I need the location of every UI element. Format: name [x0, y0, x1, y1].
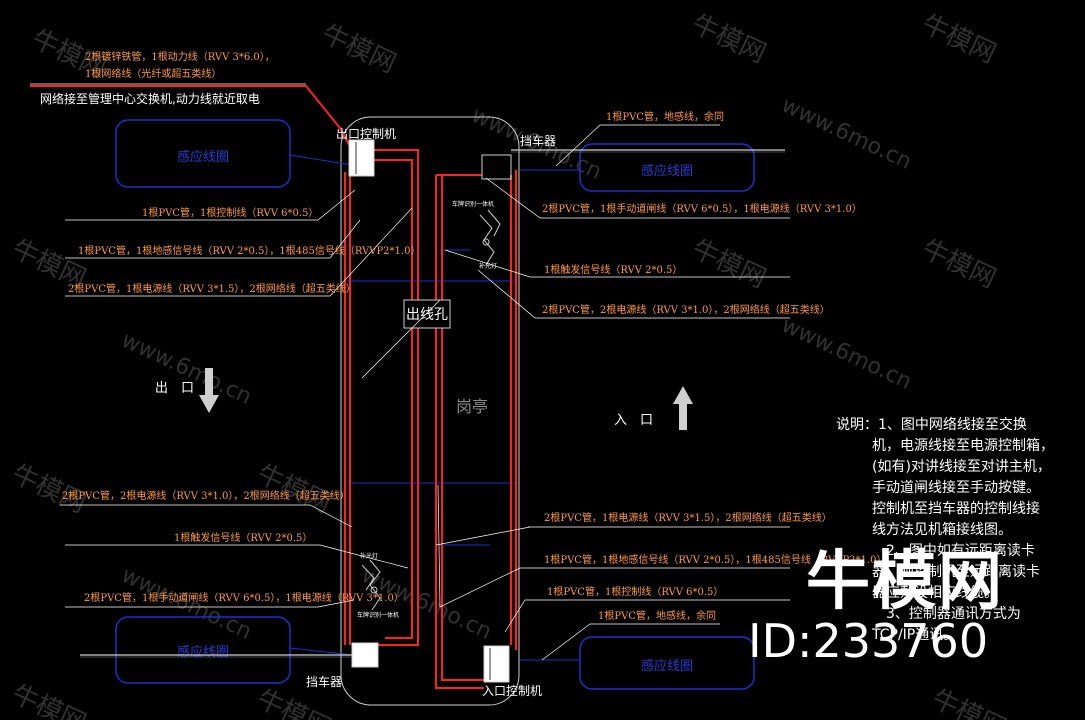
- entry-controller-box: [483, 645, 510, 683]
- camera-icon: [361, 559, 381, 611]
- annotation: 2根PVC管，1根电源线（RVV 3*1.5），2根网络线（超五类线）: [544, 511, 832, 524]
- induction-loop: [115, 119, 291, 188]
- note-line: 器，则控制机至远距离读卡: [872, 564, 1040, 580]
- annotation: 1根PVC管，1根地感信号线（RVV 2*0.5），1根485信号线（RVVP2…: [78, 244, 420, 257]
- watermark: 牛模网: [917, 9, 1000, 69]
- watermark: 牛模网: [7, 459, 90, 519]
- watermark: 牛模网: [252, 684, 335, 720]
- induction-loop: [115, 616, 291, 684]
- annotation: 1根PVC管，地感线，余同: [598, 609, 716, 622]
- fill-light-label: 补光灯: [479, 262, 497, 270]
- up-arrow-icon: [673, 386, 693, 430]
- induction-loop-label: 感应线圈: [641, 658, 693, 674]
- watermark: 牛模网: [252, 459, 335, 519]
- entry-controller-label: 入口控制机: [482, 684, 542, 698]
- network-note: 网络接至管理中心交换机,动力线就近取电: [40, 91, 260, 106]
- wire-runs: [30, 85, 517, 689]
- bottom-barrier-box: [351, 642, 379, 668]
- watermark: 牛模网: [317, 19, 400, 79]
- camera-label: 车牌识别一体机: [452, 200, 494, 208]
- traffic-island-outline: [340, 116, 520, 706]
- exit-controller-label: 出口控制机: [336, 127, 396, 141]
- note-line: 线方法见机箱接线图。: [872, 522, 1012, 538]
- annotation: 1根PVC管，1根控制线（RVV 6*0.5）: [142, 206, 318, 219]
- induction-loop-label: 感应线圈: [177, 149, 229, 165]
- annotation: 2根PVC管，1根电源线（RVV 3*1.5），2根网络线（超五类线）: [68, 282, 356, 295]
- top-barrier-box: [481, 154, 512, 180]
- note-line: 器应敷设相应线缆。: [872, 585, 998, 601]
- outlet-hole-label: 出线孔: [406, 307, 448, 323]
- watermark: 牛模网: [687, 234, 770, 294]
- top-note-line2: 1根网络线（光纤或超五类线）: [85, 67, 221, 80]
- annotation: 2根PVC管，1根手动道闸线（RVV 6*0.5），1根电源线（RVV 3*1.…: [84, 591, 404, 604]
- annotation: 2根PVC管，1根手动道闸线（RVV 6*0.5），1根电源线（RVV 3*1.…: [542, 202, 862, 215]
- annotation: 1根PVC管，1根地感信号线（RVV 2*0.5），1根485信号线（RVVP2…: [544, 553, 886, 566]
- watermark: 牛模网: [687, 9, 770, 69]
- note-line: (如有)对讲线接至对讲主机，: [872, 459, 1051, 475]
- note-line: TCP/IP通讯。: [872, 627, 958, 643]
- watermark: www.6mo.cn: [777, 313, 915, 395]
- watermark: www.6mo.cn: [117, 328, 255, 410]
- brand-logo: 牛模网: [806, 545, 1004, 619]
- exit-direction-label: 出 口: [155, 381, 194, 396]
- note-line: 控制机至挡车器的控制线接: [872, 501, 1040, 517]
- fill-light-label: 补光灯: [360, 552, 378, 560]
- induction-loop: [579, 636, 755, 690]
- annotation: 1根PVC管，地感线，余同: [606, 110, 724, 123]
- note-line: 2、图中如有远距离读卡: [886, 543, 1035, 559]
- annotation: 1根触发信号线（RVV 2*0.5）: [174, 531, 312, 544]
- induction-loop: [579, 143, 755, 192]
- note-line: 3、控制器通讯方式为: [886, 606, 1021, 622]
- annotation: 1根PVC管，1根控制线（RVV 6*0.5）: [547, 585, 723, 598]
- booth-label: 岗亭: [456, 397, 488, 416]
- watermark: 牛模网: [927, 684, 1010, 720]
- brand-id: ID:233760: [748, 614, 989, 668]
- note-line: 说明：1、图中网络线接至交换: [836, 417, 1027, 433]
- camera-label: 车牌识别一体机: [357, 611, 399, 619]
- outlet-hole-box: [403, 299, 451, 329]
- induction-loop-label: 感应线圈: [177, 644, 229, 660]
- induction-loop-label: 感应线圈: [641, 163, 693, 179]
- watermark: 牛模网: [7, 679, 90, 720]
- annotation: 1根触发信号线（RVV 2*0.5）: [544, 263, 682, 276]
- note-line: 机，电源线接至电源控制箱，: [872, 438, 1054, 454]
- bottom-barrier-label: 挡车器: [306, 674, 342, 689]
- entry-direction-label: 入 口: [614, 413, 653, 428]
- lane-line: [289, 154, 353, 166]
- exit-controller-box: [348, 139, 375, 177]
- watermark: 牛模网: [917, 234, 1000, 294]
- camera-icon: [479, 209, 501, 266]
- explanation-notes: 说明：1、图中网络线接至交换 机，电源线接至电源控制箱， (如有)对讲线接至对讲…: [836, 415, 1085, 646]
- lane-line: [289, 647, 353, 656]
- annotation: 2根PVC管，2根电源线（RVV 3*1.0），2根网络线（超五类线）: [62, 489, 350, 502]
- leader-lines: [60, 124, 790, 661]
- note-line: 手动道闸线接至手动按键。: [872, 480, 1040, 496]
- watermark: www.6mo.cn: [777, 93, 915, 175]
- annotation: 2根PVC管，2根电源线（RVV 3*1.0），2根网络线（超五类线）: [542, 303, 830, 316]
- top-barrier-label: 挡车器: [520, 133, 556, 148]
- top-note-line1: 2根镀锌铁管，1根动力线（RVV 3*6.0），: [85, 50, 275, 63]
- down-arrow-icon: [199, 368, 219, 413]
